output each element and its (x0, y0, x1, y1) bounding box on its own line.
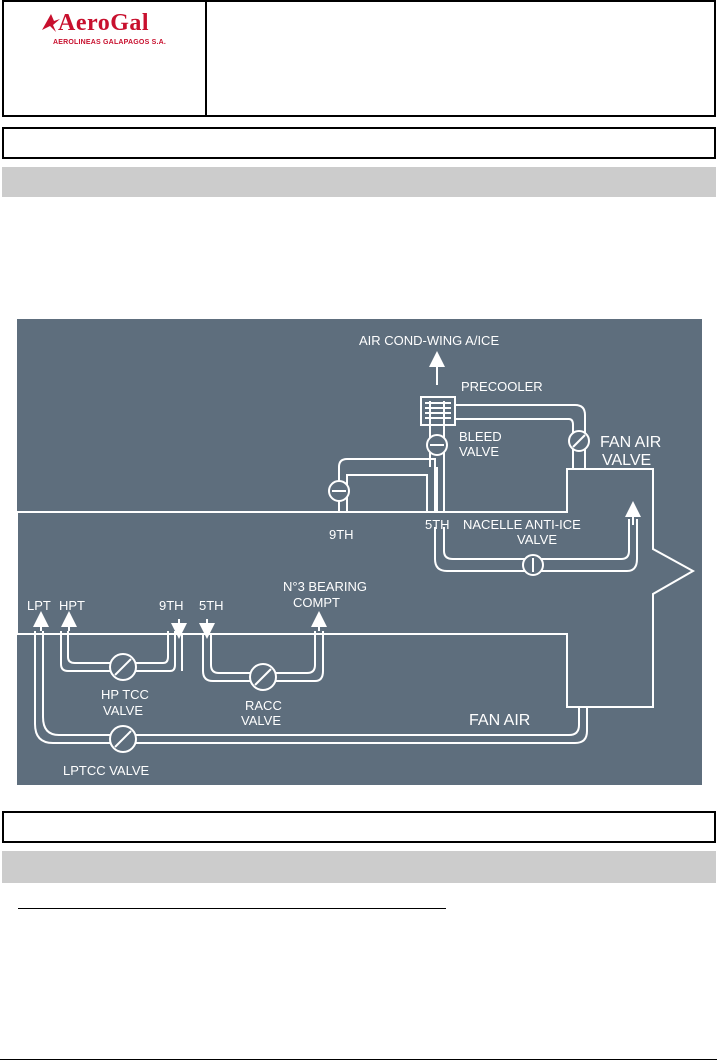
label-bearing-2: COMPT (293, 595, 340, 610)
bird-icon (42, 14, 60, 32)
header-divider (205, 0, 207, 117)
aerogal-logo: AeroGal AEROLINEAS GALAPAGOS S.A. (40, 10, 180, 50)
footer-line (0, 1059, 717, 1060)
lptcc-loop (34, 631, 588, 744)
bleed-air-diagram: AIR COND-WING A/ICE PRECOOLER BLEED VALV… (16, 319, 702, 785)
label-racc-2: VALVE (241, 713, 281, 728)
section-bar-1 (2, 167, 716, 197)
label-hptcc-2: VALVE (103, 703, 143, 718)
label-fifth-low: 5TH (199, 598, 224, 613)
label-lptcc: LPTCC VALVE (63, 763, 150, 778)
label-lpt: LPT (27, 598, 51, 613)
header-box (2, 0, 716, 117)
precooler (420, 396, 456, 426)
diagram-svg: AIR COND-WING A/ICE PRECOOLER BLEED VALV… (16, 333, 696, 778)
label-air-cond: AIR COND-WING A/ICE (359, 333, 499, 348)
title-bar-2 (2, 811, 716, 843)
label-fan-air-valve-1: FAN AIR (600, 434, 661, 451)
label-hptcc-1: HP TCC (101, 687, 149, 702)
label-nacelle-2: VALVE (517, 532, 557, 547)
heading-underline (18, 908, 446, 909)
label-nacelle-1: NACELLE ANTI-ICE (463, 517, 581, 532)
title-bar-1 (2, 127, 716, 159)
label-precooler: PRECOOLER (461, 379, 543, 394)
engine-casing (16, 468, 696, 708)
logo-name: AeroGal (58, 10, 150, 36)
label-ninth-top: 9TH (329, 527, 354, 542)
fan-air-duct (455, 404, 586, 469)
label-hpt: HPT (59, 598, 85, 613)
label-fan-air: FAN AIR (469, 712, 530, 729)
label-bleed-1: BLEED (459, 429, 502, 444)
label-fifth-top: 5TH (425, 517, 450, 532)
section-bar-2 (2, 851, 716, 883)
label-bleed-2: VALVE (459, 444, 499, 459)
label-bearing-1: N°3 BEARING (283, 579, 367, 594)
label-fan-air-valve-2: VALVE (602, 452, 651, 469)
label-racc-1: RACC (245, 698, 282, 713)
ninth-stage-duct (338, 458, 436, 512)
logo-subtitle: AEROLINEAS GALAPAGOS S.A. (53, 39, 166, 46)
label-ninth-low: 9TH (159, 598, 184, 613)
